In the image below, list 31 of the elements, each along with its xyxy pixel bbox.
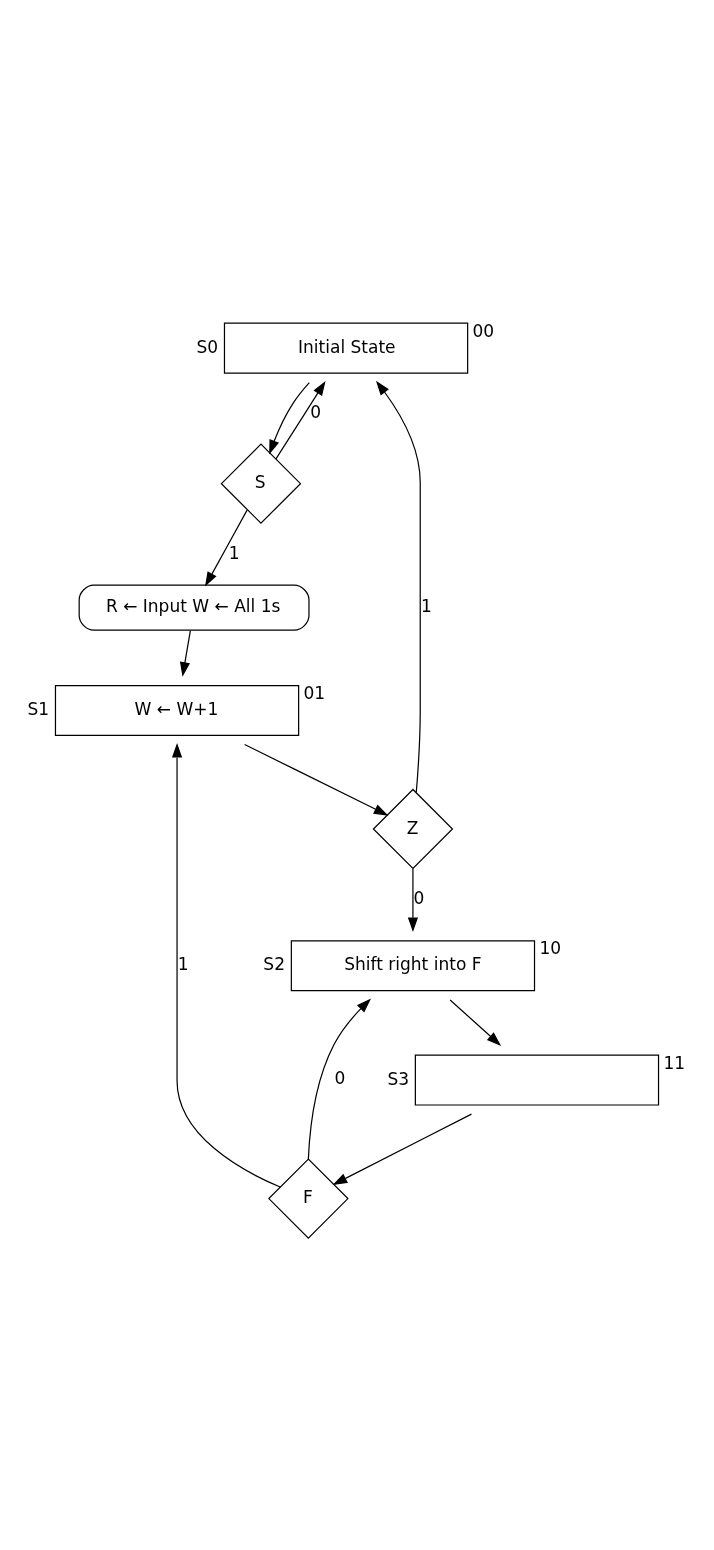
- arrow: [179, 629, 191, 677]
- node-label: S2: [263, 953, 286, 974]
- arrow: [244, 743, 389, 816]
- arrow: [269, 381, 310, 455]
- arrow: [407, 867, 419, 932]
- edge-label: 1: [420, 595, 432, 616]
- arrow: [275, 380, 326, 459]
- arrow: [205, 509, 248, 587]
- node-label: S1: [27, 698, 50, 719]
- edge-label: 1: [177, 953, 189, 974]
- arrow: [449, 998, 502, 1046]
- node-label: S0: [196, 336, 219, 357]
- edge-label: 0: [310, 401, 322, 422]
- arrow: [332, 1113, 473, 1185]
- node-label: 00: [472, 320, 495, 341]
- node-diamond: S: [220, 442, 302, 524]
- node-box: [414, 1054, 660, 1106]
- node-label: 10: [539, 937, 562, 958]
- edge-label: 1: [228, 542, 240, 563]
- arrow: [307, 998, 372, 1160]
- node-label: 01: [303, 682, 326, 703]
- edge-label: 0: [334, 1067, 346, 1088]
- node-box: Initial State: [223, 322, 469, 374]
- arrow: [171, 742, 281, 1188]
- node-box: W ← W+1: [54, 684, 300, 736]
- node-label: S3: [387, 1068, 410, 1089]
- node-box: Shift right into F: [290, 939, 536, 991]
- node-box: R ← Input W ← All 1s: [78, 584, 310, 631]
- edge-label: 0: [413, 887, 425, 908]
- arrow: [375, 380, 421, 793]
- node-label: 11: [663, 1052, 686, 1073]
